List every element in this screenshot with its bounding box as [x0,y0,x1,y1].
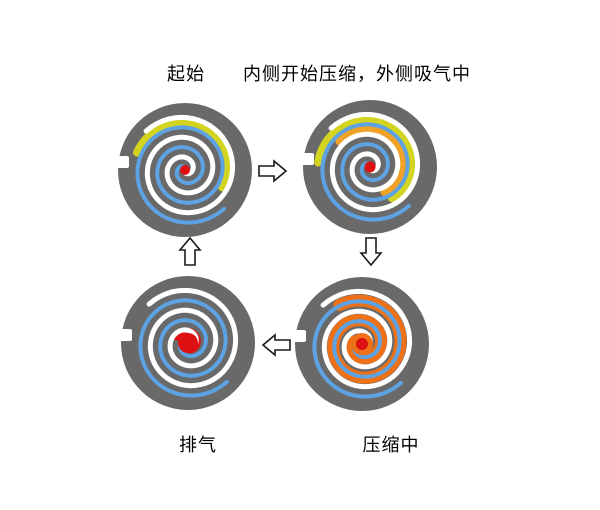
scroll-panel-intake [297,100,437,234]
orbiting-scroll-spiral [135,125,226,225]
gas-pocket [133,118,232,192]
arrow-down-shape [359,237,383,267]
fixed-scroll-spiral [320,288,413,390]
discharge-port-dot [356,338,368,350]
discharge-port-dot [178,333,198,353]
arrow-up-icon [178,236,202,266]
discharge-port-dot [364,161,376,173]
suction-port-notch [297,153,314,165]
arrow-down-icon [359,237,383,267]
scroll-panel-start [112,103,252,237]
scroll-panel-exhaust [115,276,255,410]
orbiting-scroll-spiral [312,299,403,399]
scroll-panel-compressing [289,277,429,411]
arrow-up-shape [178,236,202,266]
fixed-scroll-spiral [146,287,239,389]
arrow-left-icon [261,333,291,357]
fixed-scroll-spiral [328,111,421,213]
orbiting-scroll-spiral [138,298,229,398]
panel-label-intake: 内侧开始压缩，外侧吸气中 [243,64,471,84]
arrow-right-icon [258,159,288,183]
panel-label-compressing: 压缩中 [362,435,420,455]
suction-port-notch [289,330,306,342]
arrow-right-shape [258,159,288,183]
arrow-left-shape [261,333,291,357]
panel-label-start: 起始 [167,64,205,84]
panel-label-exhaust: 排气 [179,435,217,455]
fixed-scroll-spiral [143,114,236,216]
gas-pocket [314,116,416,203]
suction-port-notch [115,329,132,341]
orbiting-scroll-spiral [320,122,411,222]
gas-pocket [335,125,407,197]
suction-port-notch [112,156,129,168]
discharge-port-dot [180,165,190,175]
